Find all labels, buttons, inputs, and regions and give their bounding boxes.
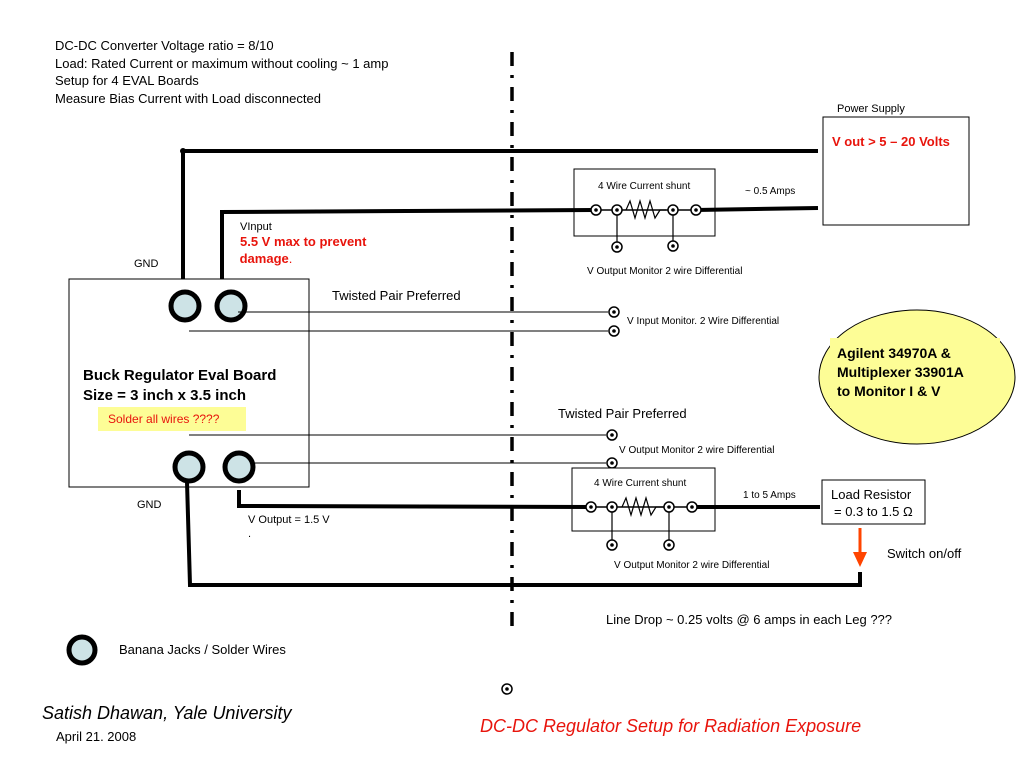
return-wire [185,481,862,587]
shunt-bottom-terminal [585,501,597,513]
author: Satish Dhawan, Yale University [42,703,292,723]
monitor-terminal [608,325,620,337]
power-supply-label: Power Supply [837,103,905,115]
twisted-pair-top-label: Twisted Pair Preferred [332,288,461,303]
shunt-top-box [573,168,716,237]
voutput-wire [237,490,591,509]
date: April 21. 2008 [56,729,137,744]
shunt-bottom-box [571,467,716,532]
agilent-line2: Multiplexer 33901A [837,364,964,380]
eval-board-title: Buck Regulator Eval Board [83,367,276,384]
banana-jack [214,289,248,323]
note-line: DC-DC Converter Voltage ratio = 8/10 [55,38,274,53]
power-supply-box [822,116,970,226]
load-resistor-line2: = 0.3 to 1.5 Ω [834,504,913,519]
monitor-terminal [608,306,620,318]
vinput-wire [220,208,595,292]
note-line: Setup for 4 EVAL Boards [55,73,199,88]
gnd-top-label: GND [134,258,159,270]
shunt-top-terminal [590,204,602,216]
banana-jack [222,450,256,484]
terminal-symbol [501,683,513,695]
twisted-pair-bottom-label: Twisted Pair Preferred [558,406,687,421]
shunt-top-resistor [625,198,666,221]
note-line: Measure Bias Current with Load disconnec… [55,90,321,106]
solder-note-box [98,407,246,431]
shunt-bottom-resistor [621,495,664,518]
monitor-terminal [606,429,618,441]
voutput-dot: . [248,528,251,540]
power-supply-voltage: V out > 5 – 20 Volts [832,134,950,149]
note-line: Load: Rated Current or maximum without c… [55,55,389,71]
shunt-bottom-label: 4 Wire Current shunt [594,478,686,489]
switch-arrow-head [853,552,867,567]
eval-board-size: Size = 3 inch x 3.5 inch [83,387,246,404]
slide-caption: DC-DC Regulator Setup for Radiation Expo… [480,716,862,736]
legend-banana-jack [66,634,98,666]
shunt-top-terminal [667,204,679,216]
gnd-bottom-label: GND [137,499,162,511]
voutput-label: V Output = 1.5 V [248,514,330,526]
banana-jack [168,289,202,323]
shunt-bottom-terminal [686,501,698,513]
load-resistor-box [821,479,926,525]
vinput-label: VInput [240,221,272,233]
vinput-warning-line1: 5.5 V max to prevent [240,234,367,249]
load-resistor-line1: Load Resistor [831,487,912,502]
agilent-line1: Agilent 34970A & [837,345,951,361]
monitor-terminal [606,457,618,469]
line-drop-label: Line Drop ~ 0.25 volts @ 6 amps in each … [606,612,892,627]
shunt-top-sense-terminal [611,241,623,253]
solder-note: Solder all wires ???? [108,412,220,426]
shunt-bottom-current: 1 to 5 Amps [743,490,796,501]
shunt-bottom-terminal [663,501,675,513]
shunt-top-monitor-label: V Output Monitor 2 wire Differential [587,266,742,277]
shunt-top-terminal [611,204,623,216]
shunt-bottom-sense-terminal [663,539,675,551]
agilent-line3: to Monitor I & V [837,383,941,399]
setup-notes: DC-DC Converter Voltage ratio = 8/10 Loa… [55,37,388,107]
shunt-top-label: 4 Wire Current shunt [598,181,690,192]
agilent-text-box [830,338,1000,408]
shunt-top-current: ~ 0.5 Amps [745,186,795,197]
shunt-top-terminal [690,204,702,216]
shunt-top-output-wire [695,206,819,212]
junction-dot [180,148,186,154]
voutput-monitor-mid-label: V Output Monitor 2 wire Differential [619,445,774,456]
vinput-monitor-label: V Input Monitor. 2 Wire Differential [627,316,779,327]
shunt-bottom-sense-terminal [606,539,618,551]
shunt-top-sense-terminal [667,240,679,252]
shunt-bottom-monitor-label: V Output Monitor 2 wire Differential [614,560,769,571]
legend-label: Banana Jacks / Solder Wires [119,642,286,657]
vinput-warning-line2: damage. [236,251,292,266]
banana-jack [172,450,206,484]
switch-label: Switch on/off [887,546,962,561]
shunt-bottom-terminal [606,501,618,513]
